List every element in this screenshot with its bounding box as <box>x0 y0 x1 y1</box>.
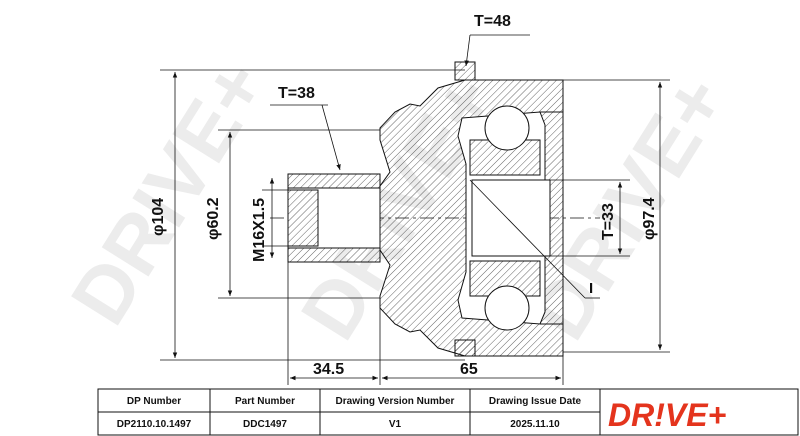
dim-t33 <box>472 179 630 257</box>
label-d974: φ97.4 <box>641 197 658 240</box>
label-l345: 34.5 <box>313 361 344 378</box>
leader-i <box>469 179 586 299</box>
header-issue-date: Drawing Issue Date <box>489 396 582 407</box>
dim-diameter-104 <box>160 69 465 361</box>
label-t38: T=38 <box>278 85 315 102</box>
header-drawing-version: Drawing Version Number <box>336 396 455 407</box>
value-issue-date: 2025.11.10 <box>510 419 560 430</box>
label-i: I <box>589 280 593 297</box>
watermark-1: DRIVE+ <box>54 45 284 339</box>
header-part-number: Part Number <box>235 396 295 407</box>
dim-diameter-974 <box>563 79 670 353</box>
dim-diameter-602 <box>218 129 380 299</box>
stub-shaft <box>287 173 381 263</box>
title-block <box>97 388 799 436</box>
label-t48: T=48 <box>474 13 511 30</box>
label-l65: 65 <box>460 361 478 378</box>
label-m16: M16X1.5 <box>251 198 268 262</box>
value-drawing-version: V1 <box>389 419 402 430</box>
dim-lengths <box>287 262 564 385</box>
value-dp-number: DP2110.10.1497 <box>117 419 192 430</box>
label-t33: T=33 <box>600 203 617 240</box>
label-d602: φ60.2 <box>205 197 222 240</box>
value-part-number: DDC1497 <box>243 419 287 430</box>
leader-t38 <box>270 104 341 171</box>
dim-thread <box>262 178 288 258</box>
header-dp-number: DP Number <box>127 396 181 407</box>
label-d104: φ104 <box>150 198 167 236</box>
brand-logo: DR!VE+ <box>608 397 726 433</box>
leader-t48 <box>464 34 530 67</box>
joint-body <box>379 61 564 357</box>
